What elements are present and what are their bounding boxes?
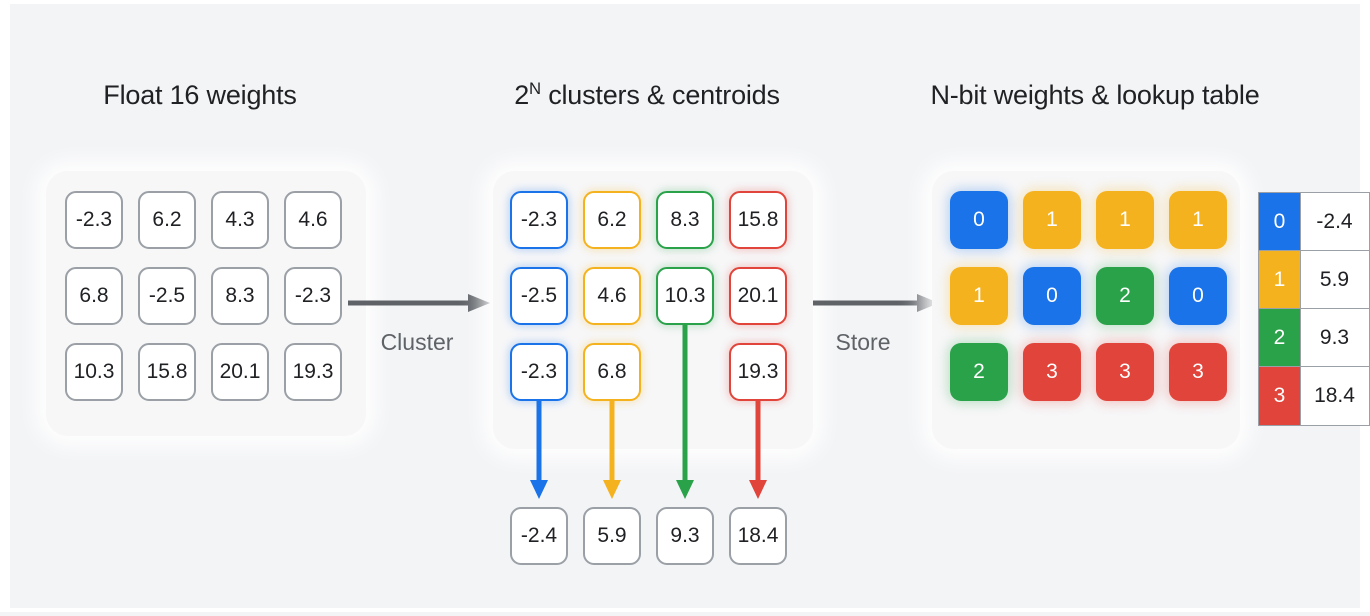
grid-float-weights: -2.3 6.2 4.3 4.6 6.8 -2.5 8.3 -2.3 10.3 15.8 20.1 1… <box>65 191 342 401</box>
nbit-index-cell: 0 <box>1023 267 1081 325</box>
flow-label-cluster: Cluster <box>380 329 454 355</box>
down-arrow-icon <box>749 480 767 499</box>
nbit-index-cell: 3 <box>1169 343 1227 401</box>
cluster-cell: 19.3 <box>729 343 787 401</box>
lookup-table-index: 1 <box>1259 251 1301 308</box>
lookup-table-index: 2 <box>1259 309 1301 366</box>
nbit-index-cell: 0 <box>950 191 1008 249</box>
float-weight-cell: 10.3 <box>65 343 123 401</box>
section-title-clusters: 2N clusters & centroids <box>514 80 780 111</box>
nbit-index-cell: 2 <box>950 343 1008 401</box>
centroid-cell: -2.4 <box>510 507 568 565</box>
nbit-index-cell: 3 <box>1023 343 1081 401</box>
nbit-index-cell: 1 <box>1023 191 1081 249</box>
cluster-cell: 15.8 <box>729 191 787 249</box>
flow-label-store: Store <box>835 329 891 355</box>
lookup-table-row: 0-2.4 <box>1259 193 1369 251</box>
nbit-index-cell: 0 <box>1169 267 1227 325</box>
float-weight-cell: 20.1 <box>211 343 269 401</box>
right-arrow-icon <box>348 294 490 312</box>
centroid-row: -2.4 5.9 9.3 18.4 <box>510 507 787 565</box>
float-weight-cell: 8.3 <box>211 267 269 325</box>
cluster-cell: -2.3 <box>510 343 568 401</box>
nbit-index-cell: 1 <box>1096 191 1154 249</box>
centroid-cell: 9.3 <box>656 507 714 565</box>
title-text-clusters-rest: clusters & centroids <box>540 80 780 110</box>
flow-arrow-cluster <box>348 292 490 319</box>
down-arrow-icon <box>676 480 694 499</box>
cluster-cell: 8.3 <box>656 191 714 249</box>
centroid-cell: 18.4 <box>729 507 787 565</box>
float-weight-cell: 4.3 <box>211 191 269 249</box>
lookup-table-index: 3 <box>1259 367 1301 425</box>
right-arrow-icon <box>813 294 939 312</box>
cluster-cell: 20.1 <box>729 267 787 325</box>
float-weight-cell: 6.2 <box>138 191 196 249</box>
cluster-cell: 10.3 <box>656 267 714 325</box>
float-weight-cell: -2.3 <box>65 191 123 249</box>
lookup-table-value: 5.9 <box>1301 251 1368 308</box>
cluster-cell: 4.6 <box>583 267 641 325</box>
section-title-float-weights: Float 16 weights <box>103 80 297 111</box>
flow-arrow-store <box>813 292 939 319</box>
nbit-index-cell: 1 <box>1169 191 1227 249</box>
title-text-float-weights: Float 16 weights <box>103 80 297 110</box>
lookup-table-value: 18.4 <box>1301 367 1368 425</box>
float-weight-cell: 4.6 <box>284 191 342 249</box>
float-weight-cell: 19.3 <box>284 343 342 401</box>
float-weight-cell: 15.8 <box>138 343 196 401</box>
title-text-nbit: N-bit weights & lookup table <box>930 80 1260 110</box>
section-title-nbit: N-bit weights & lookup table <box>930 80 1259 111</box>
down-arrow-icon <box>530 480 548 499</box>
centroid-cell: 5.9 <box>583 507 641 565</box>
float-weight-cell: 6.8 <box>65 267 123 325</box>
grid-clusters: -2.3 6.2 8.3 15.8 -2.5 4.6 10.3 20.1 -2.3 6.8 19.3 <box>510 191 787 401</box>
cluster-cell-empty <box>656 343 714 401</box>
nbit-index-cell: 3 <box>1096 343 1154 401</box>
cluster-cell: -2.5 <box>510 267 568 325</box>
lookup-table-index: 0 <box>1259 193 1301 250</box>
nbit-index-cell: 2 <box>1096 267 1154 325</box>
cluster-cell: 6.8 <box>583 343 641 401</box>
cluster-cell: 6.2 <box>583 191 641 249</box>
float-weight-cell: -2.3 <box>284 267 342 325</box>
nbit-index-cell: 1 <box>950 267 1008 325</box>
lookup-table-value: 9.3 <box>1301 309 1368 366</box>
title-text-clusters-base: 2 <box>514 80 530 110</box>
float-weight-cell: -2.5 <box>138 267 196 325</box>
lookup-table-value: -2.4 <box>1301 193 1368 250</box>
down-arrow-icon <box>603 480 621 499</box>
cluster-cell: -2.3 <box>510 191 568 249</box>
title-text-clusters-superscript: N <box>529 79 541 98</box>
